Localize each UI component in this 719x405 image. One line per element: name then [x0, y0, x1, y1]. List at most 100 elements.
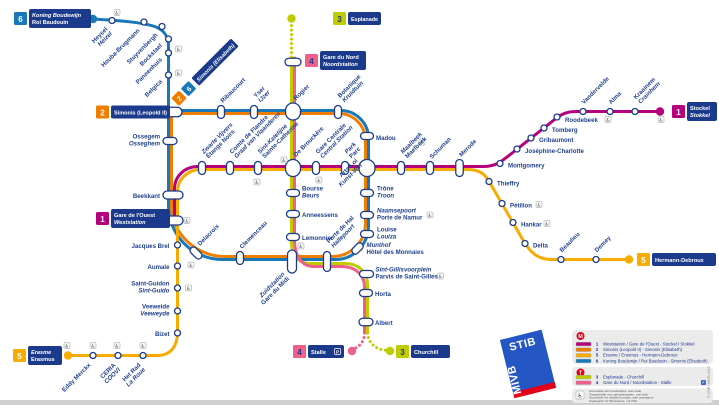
station-hankar [509, 218, 517, 227]
wheelchair-icon-sainte-catherine: ♿ [255, 180, 259, 186]
terminus-dot-esplanade [287, 14, 296, 23]
legend-access-line-3: Zugänglich für Behinderte, mit Hilfe [588, 399, 638, 403]
terminus-box-label-gare-de-l-ouest-0: Gare de l'Ouest [114, 213, 155, 219]
station-label-tomberg: Tomberg [552, 127, 578, 134]
legend-parking-icon-box [701, 380, 706, 385]
wheelchair-icon-het-rad: ♿ [141, 344, 145, 350]
line-badge-number-5: 5 [17, 352, 22, 361]
station-label-parvis-de-saint-gilles: Parvis de Saint-Gilles [376, 274, 439, 281]
station-label-beekkant: Beekkant [133, 193, 160, 200]
line-badge-number-4: 4 [297, 348, 302, 357]
line-path-line1-west [173, 165, 200, 223]
wheelchair-icon-box-sainte-catherine [253, 178, 261, 186]
station-de-brouckere [284, 158, 302, 178]
wheelchair-icon-gare-centrale: ♿ [317, 178, 321, 184]
station-schuman [425, 160, 435, 176]
terminus-box-simonis-leopold [111, 105, 170, 119]
terminus-box-gare-du-nord [320, 51, 366, 70]
legend-swatch-line-4 [575, 380, 592, 385]
legend-line-number-2: 2 [596, 347, 599, 352]
station-label-parvis-de-saint-gilles: Sint-Gillisvoorplein [376, 267, 432, 274]
terminus-box-hermann-debroux [652, 253, 716, 266]
legend-swatch-line-5 [575, 353, 592, 358]
line-badge-2 [171, 91, 187, 106]
wheelchair-icon-erasme: ♿ [65, 344, 69, 350]
station-parvis-de-saint-gilles [358, 269, 375, 279]
station-alma [606, 107, 614, 116]
station-montgomery [496, 159, 504, 168]
station-eddy-merckx [89, 351, 97, 360]
wheelchair-icon-box-de-brouckere [280, 156, 288, 164]
station-label-bourse: Beurs [302, 193, 320, 200]
station-gare-du-nord [284, 57, 302, 67]
station-comte-de-flandre [225, 160, 235, 176]
wheelchair-icon-stockel: ♿ [659, 118, 663, 124]
line-badge-number-1: 1 [676, 108, 681, 117]
station-rogier [284, 102, 302, 121]
station-aumale [173, 262, 182, 270]
station-label-louise: Louiza [377, 234, 397, 241]
wheelchair-icon-box-lemonnier [297, 242, 305, 250]
wheelchair-icon-porte-de-namur: ♿ [428, 213, 432, 219]
station-label-anneessens: Anneessens [302, 212, 339, 219]
station-vandervelde [579, 107, 587, 116]
station-label-hotel-des-monnaies: Hôtel des Monnaies [367, 249, 425, 256]
station-label-hankar: Hankar [521, 222, 542, 229]
wheelchair-icon-heysel: ♿ [115, 11, 119, 17]
station-label-group-belgica: Belgica [144, 78, 165, 99]
terminus-box-label-gare-de-l-ouest-1: Weststation [114, 220, 146, 226]
station-label-trone: Trône [377, 186, 394, 193]
stib-logo-red-stripe [512, 382, 557, 399]
terminus-box-label-hermann-debroux-0: Hermann-Debroux [655, 258, 705, 264]
station-lemonnier [285, 232, 301, 242]
line-badge-2 [96, 105, 109, 119]
legend-access-line-2: Accessible for disabled people, with ass… [589, 396, 654, 400]
line-badge-1 [96, 212, 109, 225]
station-label-jacques-brel: Jacques Brel [132, 243, 170, 250]
station-label-veeweide: Veeweyde [140, 311, 170, 318]
wheelchair-icon-box-gare-de-l-ouest [183, 217, 191, 224]
station-label-louise: Louise [377, 227, 397, 234]
station-roodebeek [553, 113, 561, 121]
legend-panel-accessibility [572, 388, 713, 403]
station-gare-du-midi [286, 249, 298, 274]
line-badge-number-1: 1 [100, 215, 105, 224]
station-ribaucourt [216, 104, 226, 120]
stib-logo-flag [499, 329, 556, 397]
legend-swatch-line-1 [575, 342, 592, 347]
station-label-beaulieu: Beaulieu [558, 231, 581, 254]
wheelchair-icon-box-belgica [175, 69, 182, 77]
station-josephine-charlotte [513, 145, 521, 153]
wheelchair-icon-saint-guidon: ♿ [186, 286, 190, 292]
station-label-lemonnier: Lemonnier [302, 235, 334, 242]
station-houba-brugmann [140, 18, 148, 26]
station-label-thieffry: Thieffry [497, 181, 520, 188]
station-thieffry [485, 177, 493, 186]
line-badge-number-6: 6 [186, 86, 194, 94]
legend-swatch-line-6 [575, 358, 592, 363]
station-demey [592, 255, 600, 264]
station-louise [359, 229, 375, 239]
legend-wheelchair-icon: ♿ [577, 392, 582, 399]
terminus-dot-stockel [655, 107, 665, 116]
station-label-group-clemenceau: Clemenceau [238, 220, 269, 251]
line-path-line4-south-dashed [351, 331, 366, 351]
station-ceria [114, 351, 122, 360]
station-label-porte-de-namur: Naamsepoort [377, 208, 417, 215]
line-badge-4 [293, 345, 306, 358]
terminus-dot-hermann-debroux [624, 255, 634, 264]
wheelchair-icon-box-heysel [113, 9, 121, 16]
terminus-box-label-simonis-elisabeth: Simonis (Elisabeth) [196, 43, 236, 83]
line-badge-5 [637, 253, 650, 266]
station-label-group-alma: Alma [607, 90, 623, 106]
line-badge-number-2: 2 [176, 95, 184, 103]
line-badge-5 [13, 349, 26, 362]
station-veeweide [173, 307, 182, 315]
